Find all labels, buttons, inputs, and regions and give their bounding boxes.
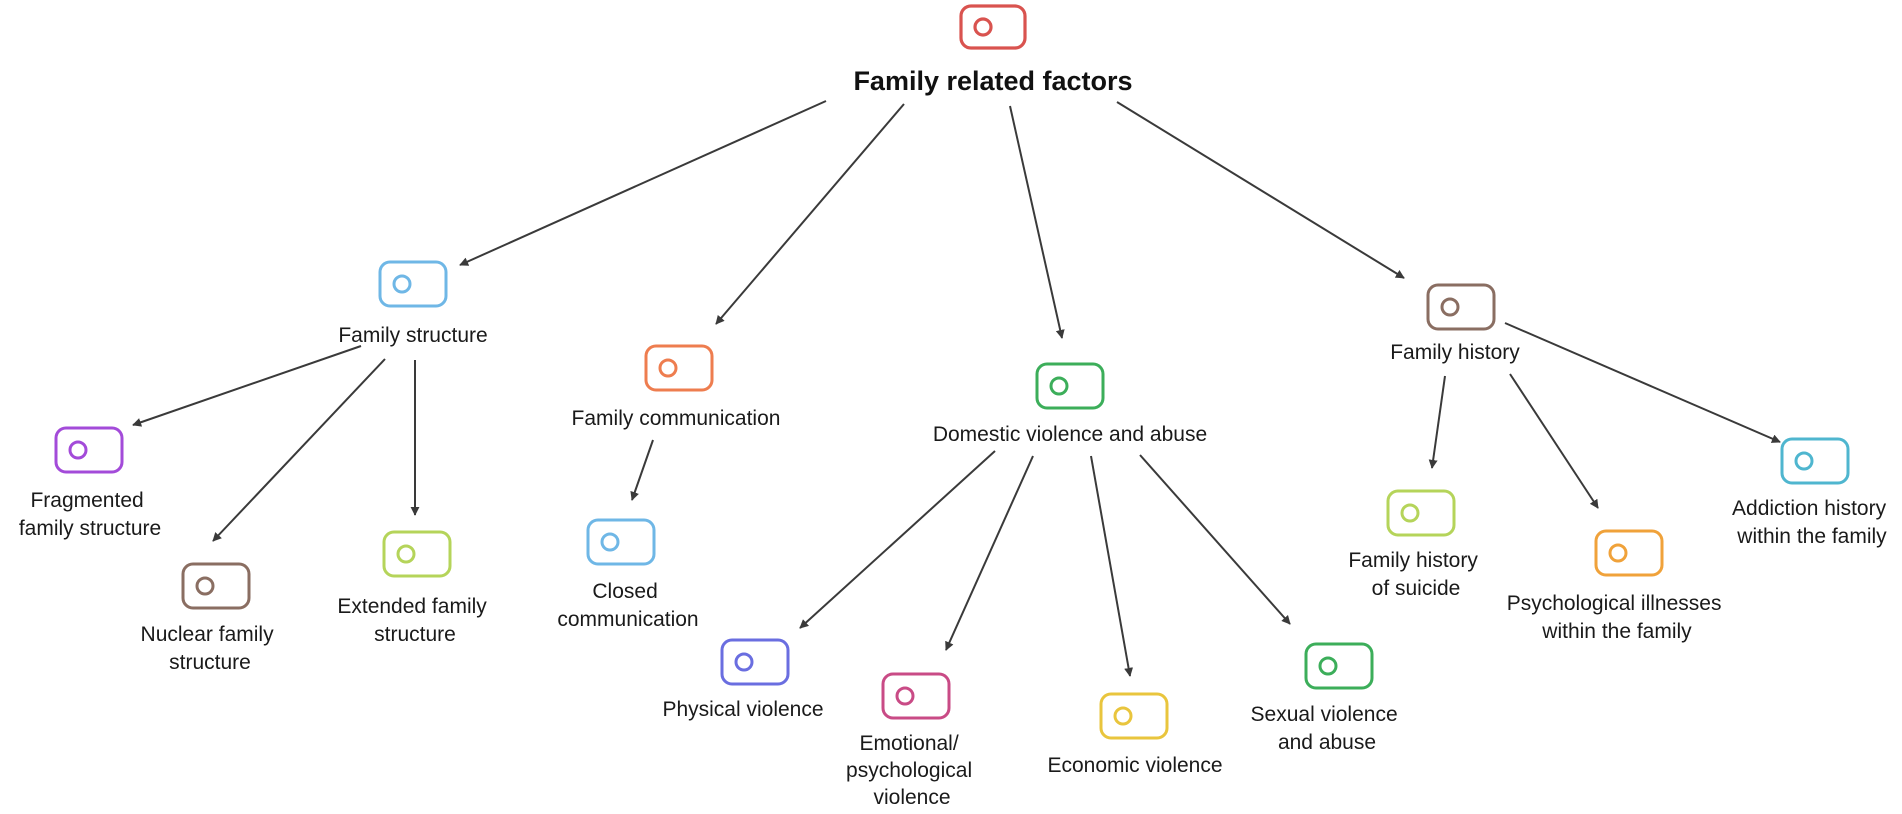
edge-root-to-family-history (1116, 101, 1405, 279)
code-node-icon (586, 518, 656, 566)
edge-history-to-suicide (1428, 375, 1446, 469)
code-node-icon (1304, 642, 1374, 690)
code-node-icon (1035, 362, 1105, 410)
code-node-icon (54, 426, 124, 474)
economic-violence-node[interactable]: Economic violence (1047, 692, 1223, 777)
domestic-violence-label: Domestic violence and abuse (933, 423, 1207, 446)
sexual-violence-node[interactable]: Sexual violence and abuse (1251, 642, 1404, 754)
addiction-history-label-line-1: Addiction history (1732, 497, 1887, 520)
addiction-history-label-line-2: within the family (1736, 525, 1887, 548)
code-node-icon (382, 530, 452, 578)
economic-violence-label: Economic violence (1047, 754, 1222, 777)
addiction-history-label: Addiction history within the family (1732, 497, 1892, 548)
edge-history-to-addiction (1504, 322, 1781, 443)
nuclear-node[interactable]: Nuclear family structure (141, 562, 280, 674)
nuclear-label-line-1: Nuclear family (141, 623, 275, 646)
domestic-violence-node[interactable]: Domestic violence and abuse (933, 362, 1207, 446)
code-node-icon (881, 672, 951, 720)
extended-label-line-1: Extended family (337, 595, 487, 618)
family-history-suicide-label-line-1: Family history (1348, 549, 1478, 572)
code-node-icon (644, 344, 714, 392)
emotional-violence-label-line-2: psychological (846, 759, 972, 782)
code-node-icon (959, 4, 1027, 50)
extended-label: Extended family structure (337, 595, 492, 646)
root-node[interactable]: Family related factors (853, 4, 1133, 96)
family-communication-node[interactable]: Family communication (572, 344, 781, 430)
edge-violence-to-economic (1090, 455, 1134, 677)
edge-structure-to-nuclear (212, 358, 386, 542)
fragmented-node[interactable]: Fragmented family structure (19, 426, 161, 540)
code-node-icon (1099, 692, 1169, 740)
family-history-suicide-label: Family history of suicide (1348, 549, 1483, 600)
closed-communication-node[interactable]: Closed communication (557, 518, 699, 631)
code-node-icon (1780, 437, 1850, 485)
family-structure-node[interactable]: Family structure (338, 260, 488, 347)
nuclear-label: Nuclear family structure (141, 623, 280, 674)
physical-violence-node[interactable]: Physical violence (662, 638, 824, 721)
code-node-icon (1426, 283, 1496, 331)
psychological-illnesses-label-line-1: Psychological illnesses (1507, 592, 1722, 615)
sexual-violence-label-line-2: and abuse (1278, 731, 1376, 754)
edge-communication-to-closed (630, 439, 654, 501)
emotional-violence-label-line-1: Emotional/ (859, 732, 958, 755)
edge-violence-to-emotional (945, 455, 1034, 651)
psychological-illnesses-label-line-2: within the family (1541, 620, 1692, 643)
edge-violence-to-sexual (1139, 454, 1291, 625)
edge-violence-to-physical (799, 450, 996, 629)
code-node-icon (1594, 529, 1664, 577)
physical-violence-label: Physical violence (662, 698, 823, 721)
nuclear-label-line-2: structure (169, 651, 251, 674)
closed-communication-label-line-2: communication (557, 608, 698, 631)
edge-structure-to-fragmented (132, 345, 362, 427)
extended-node[interactable]: Extended family structure (337, 530, 492, 646)
psychological-illnesses-label: Psychological illnesses within the famil… (1507, 592, 1728, 643)
family-history-label: Family history (1390, 341, 1520, 364)
nodes: Family related factors Family structure … (19, 4, 1892, 809)
family-communication-label: Family communication (572, 407, 781, 430)
code-node-icon (181, 562, 251, 610)
extended-label-line-2: structure (374, 623, 456, 646)
family-history-node[interactable]: Family history (1390, 283, 1520, 364)
family-history-suicide-node[interactable]: Family history of suicide (1348, 489, 1483, 600)
emotional-violence-label: Emotional/ psychological violence (846, 732, 978, 809)
root-label: Family related factors (853, 66, 1132, 96)
code-node-icon (720, 638, 790, 686)
emotional-violence-node[interactable]: Emotional/ psychological violence (846, 672, 978, 809)
fragmented-label: Fragmented family structure (19, 489, 161, 540)
family-history-suicide-label-line-2: of suicide (1372, 577, 1461, 600)
edge-root-to-domestic-violence (1009, 105, 1065, 339)
fragmented-label-line-1: Fragmented (30, 489, 143, 512)
emotional-violence-label-line-3: violence (873, 786, 950, 809)
edge-history-to-psych (1509, 373, 1599, 509)
edges (132, 100, 1781, 677)
family-structure-label: Family structure (338, 324, 487, 347)
edge-root-to-family-communication (715, 103, 905, 325)
code-node-icon (378, 260, 448, 308)
fragmented-label-line-2: family structure (19, 517, 161, 540)
psychological-illnesses-node[interactable]: Psychological illnesses within the famil… (1507, 529, 1728, 643)
closed-communication-label: Closed communication (557, 580, 698, 631)
addiction-history-node[interactable]: Addiction history within the family (1732, 437, 1892, 548)
edge-root-to-family-structure (459, 100, 827, 266)
closed-communication-label-line-1: Closed (592, 580, 657, 603)
sexual-violence-label-line-1: Sexual violence (1251, 703, 1398, 726)
sexual-violence-label: Sexual violence and abuse (1251, 703, 1404, 754)
code-node-icon (1386, 489, 1456, 537)
